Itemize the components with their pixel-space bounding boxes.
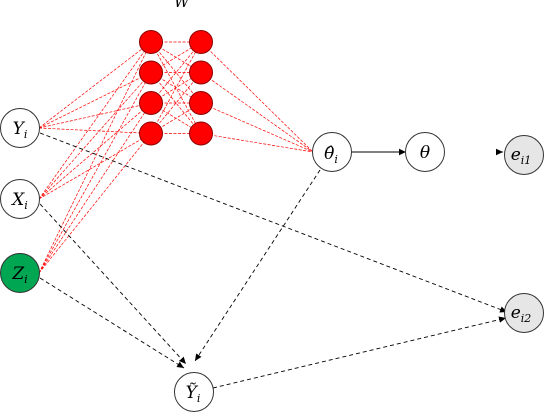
node-Y-tilde-i-sub: i <box>197 392 201 405</box>
hidden-unit-layer1-1 <box>139 30 163 54</box>
node-e-i1-sub: i1 <box>521 154 532 167</box>
svg-text:Xi: Xi <box>10 190 28 212</box>
weight-edge-h2-2-theta-hat <box>200 72 314 153</box>
causal-edges <box>39 132 508 389</box>
node-Z-i-sub: i <box>24 273 28 286</box>
weight-edge-Y-i-h1-4 <box>38 127 152 134</box>
node-theta-hat-i-base: θ̂ <box>324 144 334 164</box>
node-Y-i: Yi <box>0 108 40 148</box>
weight-edge-X-i-h1-1 <box>38 41 152 200</box>
node-e-i1-base: e <box>511 145 521 165</box>
weight-edge-Z-i-h1-2 <box>38 72 152 274</box>
svg-text:ei1: ei1 <box>511 145 532 167</box>
weight-edge-Z-i-h1-3 <box>38 102 152 274</box>
node-Y-i-sub: i <box>24 128 28 141</box>
weight-edge-X-i-h1-4 <box>38 133 152 200</box>
weight-edge-h1-2-h2-4 <box>150 72 202 134</box>
node-e-i2-sub: i2 <box>521 312 532 325</box>
hidden-unit-layer1-4 <box>139 121 163 146</box>
node-theta-hat-i-sub: i <box>334 153 338 166</box>
hidden-unit-layer2-4 <box>189 121 213 146</box>
hidden-unit-layer1-3 <box>139 91 163 115</box>
hidden-unit-layer2-1 <box>189 30 213 54</box>
svg-text:Zi: Zi <box>11 264 27 286</box>
node-X-i: Xi <box>0 179 40 219</box>
node-e-i1: ei1 <box>504 135 544 175</box>
svg-text:Yi: Yi <box>13 119 28 141</box>
node-e-i2: ei2 <box>504 293 544 333</box>
node-Y-i-base: Y <box>13 119 26 139</box>
node-theta: θ <box>405 132 445 172</box>
svg-text:ei2: ei2 <box>511 303 532 325</box>
weight-edge-X-i-h1-2 <box>38 72 152 200</box>
weight-edge-h2-3-theta-hat <box>200 102 314 153</box>
node-Y-tilde-i-base: Ỹ <box>186 382 199 403</box>
weight-edge-h1-3-h2-1 <box>150 41 202 104</box>
hidden-unit-layer2-3 <box>189 91 213 115</box>
weight-edge-Z-i-h1-1 <box>38 41 152 274</box>
weight-edge-h1-4-h2-1 <box>150 41 202 134</box>
edge-thetahat-to-Ytilde <box>194 169 321 362</box>
weight-edges <box>38 41 314 274</box>
weight-edge-X-i-h1-3 <box>38 102 152 200</box>
svg-text:Ỹi: Ỹi <box>186 382 201 405</box>
svg-text:θ̂i: θ̂i <box>324 144 338 166</box>
node-e-i2-base: e <box>511 303 521 323</box>
edge-Zi-to-Ytilde <box>39 277 185 369</box>
edge-Xi-to-Ytilde <box>39 203 187 365</box>
weight-edge-Y-i-h1-3 <box>38 102 152 129</box>
node-X-i-base: X <box>10 190 25 210</box>
weight-edge-h2-1-theta-hat <box>200 41 314 153</box>
hidden-units <box>139 30 213 146</box>
node-theta-label: θ <box>420 143 430 163</box>
edge-Ytilde-to-ei2 <box>212 316 507 389</box>
weight-edge-Y-i-h1-1 <box>38 41 152 129</box>
weight-edge-h1-4-h2-2 <box>150 72 202 134</box>
weight-edge-h2-4-theta-hat <box>200 133 314 153</box>
node-theta-hat-i: θ̂i <box>312 132 352 172</box>
node-Z-i: Zi <box>0 253 40 293</box>
node-Z-i-base: Z <box>11 264 25 284</box>
node-Y-tilde-i: Ỹi <box>174 372 214 412</box>
edge-Yi-to-ei2 <box>39 132 508 313</box>
weight-edge-Y-i-h1-2 <box>38 72 152 129</box>
weights-label: W <box>174 0 191 11</box>
node-X-i-sub: i <box>24 199 28 212</box>
weight-edge-Z-i-h1-4 <box>38 133 152 274</box>
weight-edge-h1-1-h2-3 <box>150 41 202 104</box>
hidden-unit-layer1-2 <box>139 60 163 85</box>
hidden-unit-layer2-2 <box>189 60 213 85</box>
